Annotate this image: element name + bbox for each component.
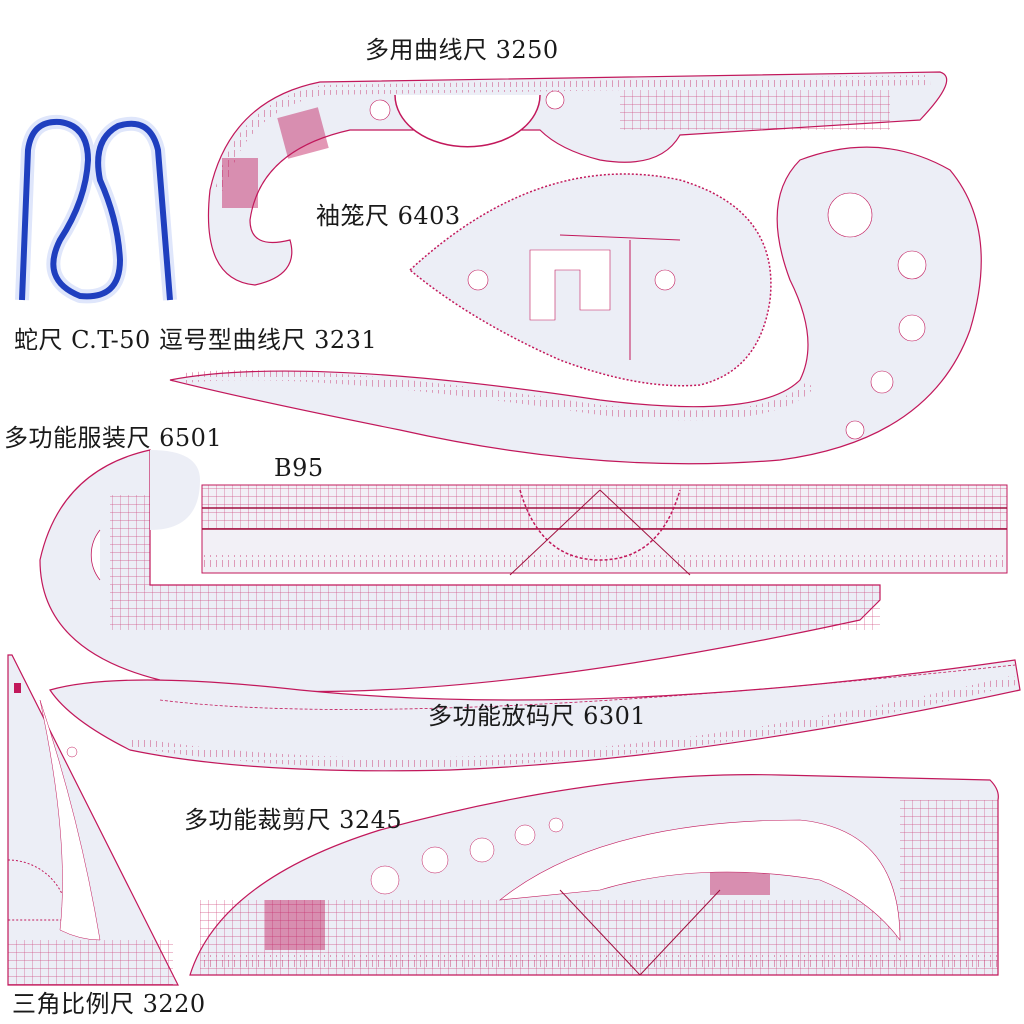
grading-ruler-6301 [49,659,1021,772]
multi-curve-ruler-3250 [207,71,948,286]
label-cutting-3245: 多功能裁剪尺 3245 [184,806,403,834]
straight-ruler-b95 [201,484,1008,576]
label-snake-and-comma: 蛇尺 C.T-50 逗号型曲线尺 3231 [14,326,378,354]
label-b95: B95 [274,454,324,482]
label-triangle-3220: 三角比例尺 3220 [12,990,206,1018]
triangle-ruler-3220 [7,654,179,986]
label-armhole-6403: 袖笼尺 6403 [316,202,461,230]
armhole-ruler-6403 [408,173,772,387]
label-grading-6301: 多功能放码尺 6301 [428,702,647,730]
label-garment-6501: 多功能服装尺 6501 [4,424,223,452]
snake-ruler [15,114,177,304]
cutting-ruler-3245 [189,774,999,976]
garment-ruler-6501 [39,449,881,693]
comma-curve-ruler-3231 [169,146,982,465]
label-multi-curve-3250: 多用曲线尺 3250 [365,36,559,64]
